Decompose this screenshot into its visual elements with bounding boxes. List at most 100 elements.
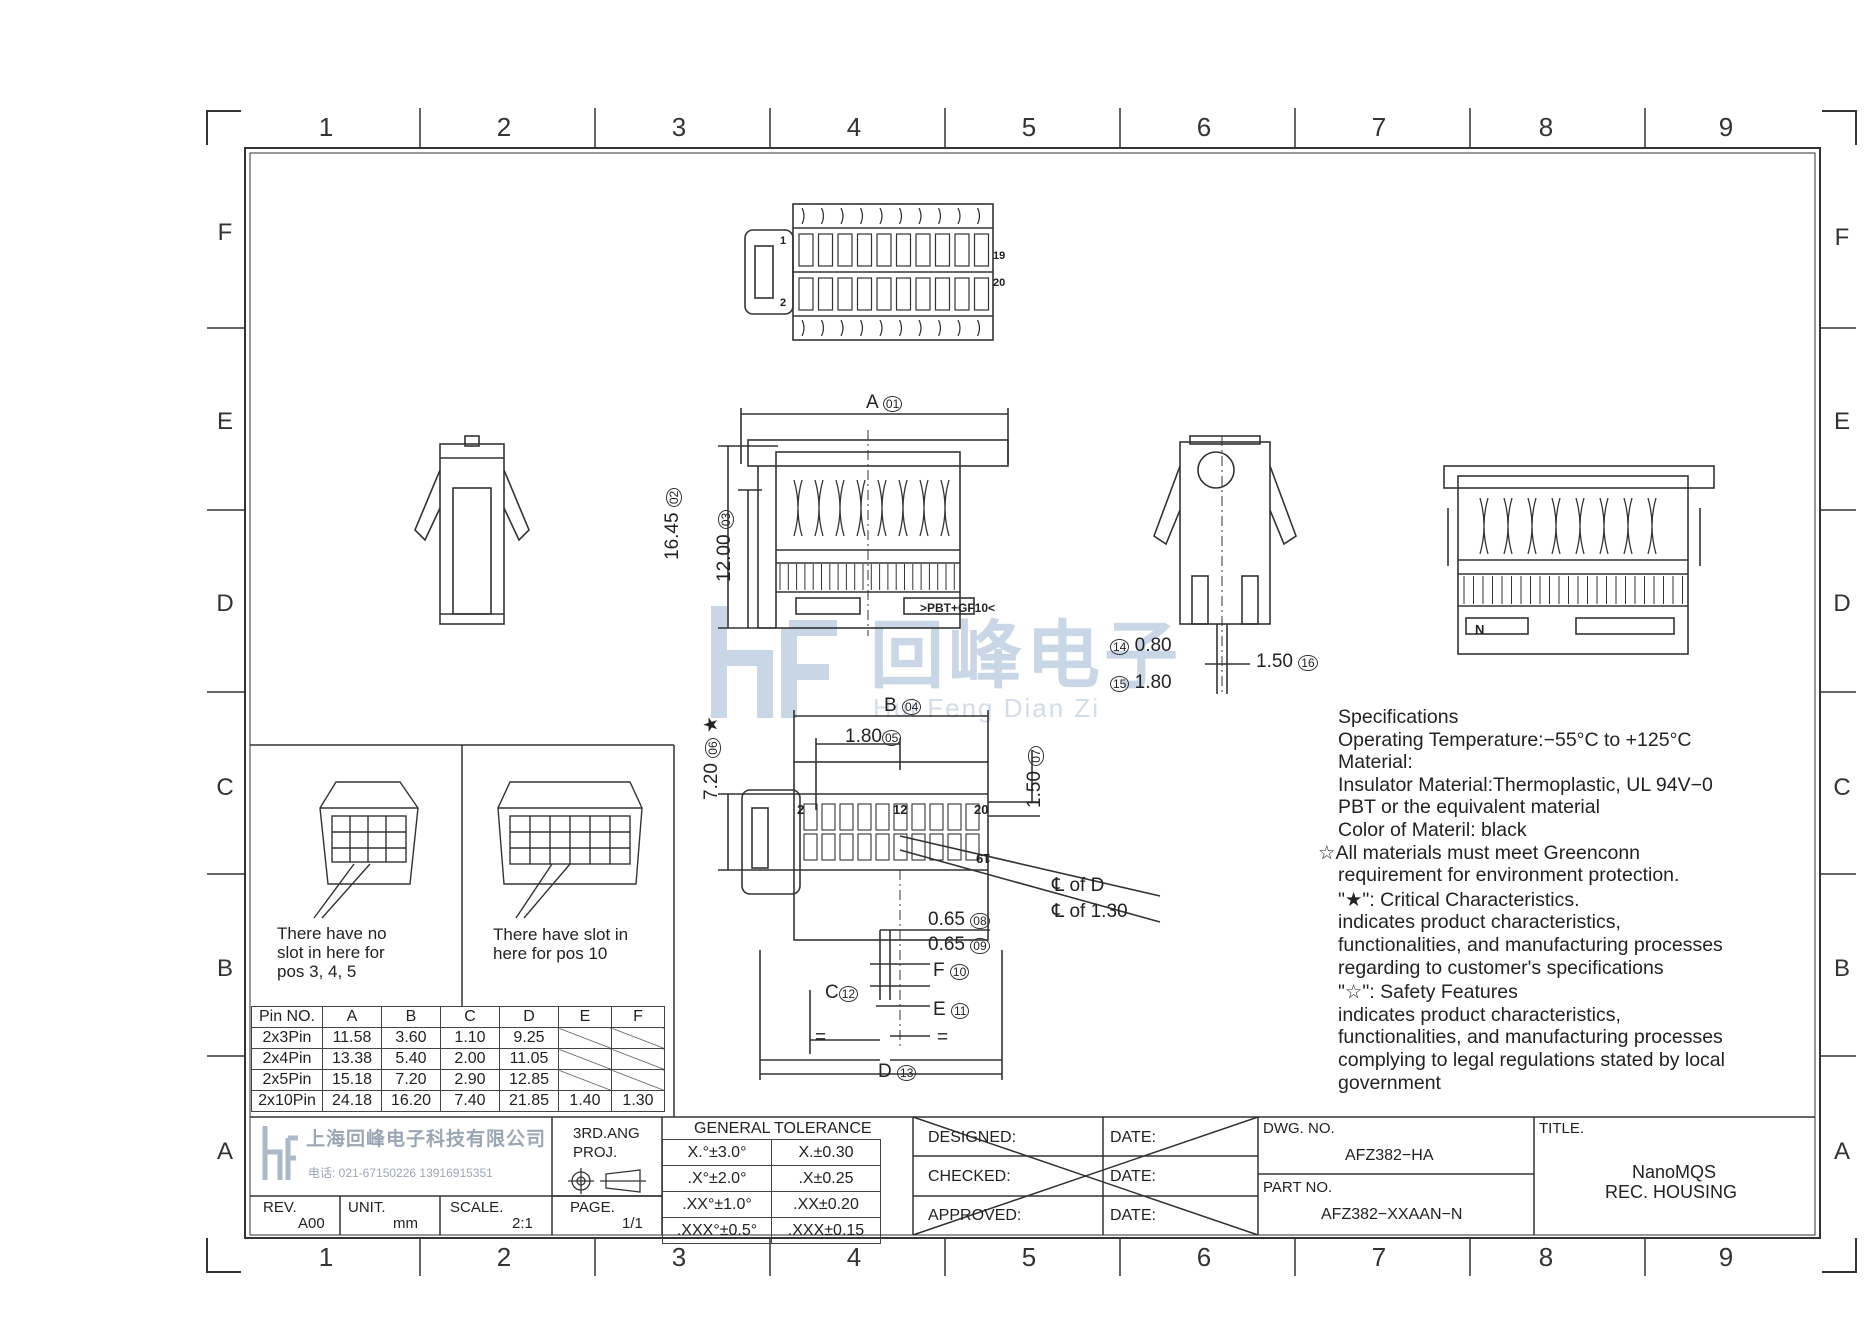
- dim-f-label: F 10: [933, 961, 970, 980]
- dim-a-ref: 01: [882, 396, 903, 412]
- note-slot-line-2: here for pos 10: [493, 944, 608, 963]
- latch-rib: [957, 319, 961, 337]
- wave-rib: [919, 479, 929, 537]
- rear-view-drawing: [1443, 465, 1715, 655]
- rear-view-n-label: N: [1475, 622, 1485, 637]
- contact-cell: [876, 277, 892, 311]
- spec-line: Insulator Material:Thermoplastic, UL 94V…: [1338, 773, 1713, 796]
- wave-rib: [856, 479, 866, 537]
- dim-f-ref: 10: [949, 964, 970, 980]
- dim-1-80b-value: 1.80: [1134, 672, 1172, 693]
- contact-cell: [947, 833, 962, 861]
- wave-rib: [793, 479, 803, 537]
- dim-1-50h-value: 1.50: [1256, 651, 1293, 672]
- zone-col-3-bottom: 3: [671, 1242, 687, 1272]
- latch-rib: [801, 319, 805, 337]
- zone-col-9: 9: [1718, 112, 1734, 142]
- zone-row-b: B: [216, 955, 233, 982]
- table-cell-na: [611, 1048, 665, 1070]
- contact-cell: [895, 233, 912, 267]
- zone-row-f-right: F: [1834, 224, 1850, 251]
- latch-rib: [859, 207, 864, 225]
- table-cell: .X±0.25: [771, 1165, 881, 1192]
- table-cell: 2x10Pin: [251, 1090, 323, 1112]
- table-cell: 2x3Pin: [251, 1027, 323, 1049]
- contact-cell: [837, 233, 853, 267]
- contact-cell: [817, 277, 834, 311]
- table-cell-na: [558, 1027, 612, 1049]
- table-header-cell: E: [558, 1006, 612, 1028]
- latch-rib: [918, 319, 922, 337]
- note-no-slot-line-1: There have no: [277, 924, 387, 943]
- contact-cell: [875, 803, 890, 831]
- contact-cell: [947, 803, 962, 831]
- table-cell-na: [611, 1069, 665, 1091]
- wave-rib: [1623, 497, 1633, 555]
- equal-mark-left: =: [815, 1027, 827, 1048]
- mate-pin-19: 19: [976, 851, 991, 866]
- page-value: 1/1: [622, 1215, 643, 1232]
- dim-c-ref: 12: [838, 986, 859, 1002]
- mating-view-drawing: [718, 710, 1161, 1080]
- contact-cell: [895, 277, 912, 311]
- table-cell-na: [558, 1069, 612, 1091]
- wave-rib: [1551, 497, 1561, 555]
- mate-pin-20: 20: [974, 802, 989, 817]
- table-cell: 5.40: [381, 1048, 441, 1070]
- contact-cell: [798, 233, 814, 267]
- dim-0-80-label: 14 0.80: [1110, 636, 1172, 655]
- centerline-1-30-label: ℄ of 1.30: [1052, 901, 1128, 922]
- spec-line: functionalities, and manufacturing proce…: [1338, 933, 1723, 956]
- spec-line: Specifications: [1338, 706, 1459, 728]
- right-side-view-drawing: [1153, 435, 1297, 694]
- wave-rib: [940, 479, 950, 537]
- latch-rib: [976, 207, 981, 225]
- contact-cell: [973, 233, 990, 267]
- dim-16-45-ref: 02: [666, 487, 682, 508]
- company-phone: 电话: 021-67150226 13916915351: [308, 1166, 493, 1180]
- contact-cell: [875, 833, 890, 861]
- dim-0-65a-value: 0.65: [928, 909, 965, 930]
- table-row: .XXX°±0.5°.XXX±0.15: [662, 1217, 881, 1244]
- table-cell: 2x4Pin: [251, 1048, 323, 1070]
- zone-col-7: 7: [1371, 112, 1387, 142]
- contact-cell: [929, 803, 944, 831]
- part-no-label: PART NO.: [1263, 1179, 1333, 1196]
- contact-cell: [856, 277, 873, 311]
- spec-line: government: [1338, 1071, 1441, 1094]
- zone-col-4: 4: [846, 112, 862, 142]
- top-view-pin-2: 2: [780, 297, 787, 309]
- zone-col-5: 5: [1021, 112, 1037, 142]
- table-cell: 16.20: [381, 1090, 441, 1112]
- contact-cell: [929, 833, 944, 861]
- watermark-text-pinyin: Hui Feng Dian Zi: [873, 693, 1101, 723]
- contact-cell: [821, 803, 836, 831]
- specifications-notes: Specifications Operating Temperature:−55…: [1318, 706, 1808, 1094]
- contact-cell: [857, 803, 872, 831]
- dwg-no-value: AFZ382−HA: [1345, 1147, 1434, 1164]
- approved-date-label: DATE:: [1110, 1207, 1156, 1224]
- table-header-cell: F: [611, 1006, 665, 1028]
- dim-1-80b-label: 15 1.80: [1110, 673, 1172, 692]
- wave-rib: [898, 479, 908, 537]
- contact-cell: [839, 803, 854, 831]
- spec-line: regarding to customer's specifications: [1338, 956, 1664, 979]
- table-cell: 24.18: [322, 1090, 382, 1112]
- table-cell: X.°±3.0°: [662, 1139, 772, 1166]
- table-header-cell: B: [381, 1006, 441, 1028]
- projection-label-2: PROJ.: [573, 1144, 618, 1161]
- spec-line: PBT or the equivalent material: [1338, 796, 1600, 819]
- mate-pin-12: 12: [893, 802, 908, 817]
- top-view-pin-19: 19: [993, 250, 1006, 262]
- top-view-drawing: [744, 203, 994, 341]
- contact-cell: [954, 233, 970, 267]
- latch-rib: [898, 319, 903, 337]
- contact-cell: [934, 277, 951, 311]
- contact-cell: [934, 233, 951, 267]
- left-side-view-drawing: [414, 435, 530, 625]
- contact-cell: [973, 277, 990, 311]
- wave-rib: [1599, 497, 1609, 555]
- table-cell: .XX±0.20: [771, 1191, 881, 1218]
- spec-line: "☆": Safety Features: [1338, 981, 1518, 1004]
